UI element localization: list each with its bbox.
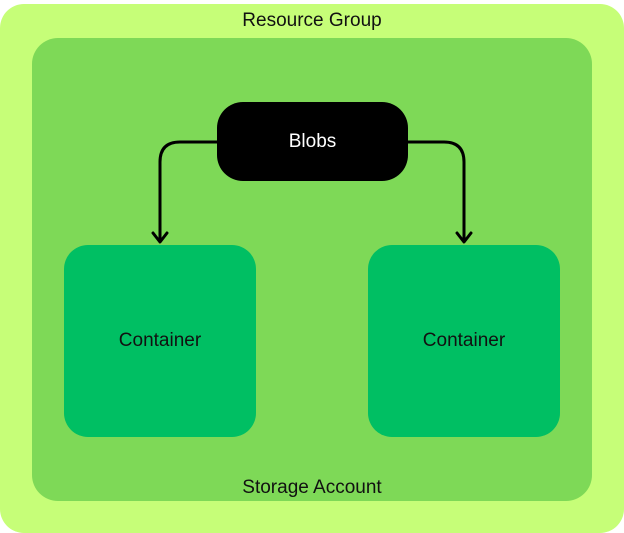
blobs-label: Blobs — [288, 130, 337, 152]
blobs-node: Blobs — [217, 102, 408, 181]
container-label-right: Container — [422, 330, 506, 351]
container-label-left: Container — [118, 330, 202, 351]
resource-group-label: Resource Group — [242, 10, 382, 31]
container-node-left: Container — [64, 245, 256, 437]
storage-account-label: Storage Account — [242, 477, 382, 498]
container-node-right: Container — [368, 245, 560, 437]
